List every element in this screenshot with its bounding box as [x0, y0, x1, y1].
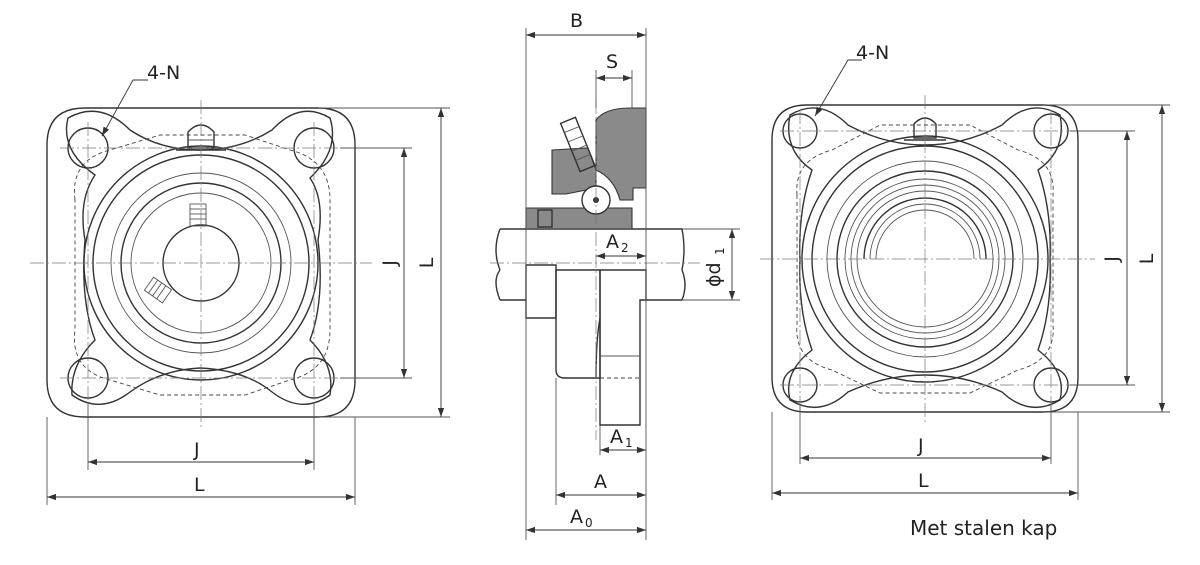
side-dim-d1-sub: 1 [713, 247, 727, 255]
front-dim-l-vertical: L [416, 257, 438, 268]
front-dim-j-horizontal: J [193, 439, 200, 461]
side-dim-a1-sub: 1 [625, 436, 633, 450]
front-view: 4-N J L J L [30, 62, 450, 505]
cap-dim-j-vertical: J [1101, 256, 1123, 263]
side-dim-a2: A [606, 231, 619, 253]
side-dim-d1: ϕd 1 [703, 247, 727, 287]
side-dim-a0: A [570, 506, 583, 528]
cap-dim-j-horizontal: J [917, 435, 924, 457]
side-dim-s: S [606, 51, 618, 73]
side-dim-d1-prefix: ϕd [703, 262, 725, 287]
side-dim-a: A [594, 471, 607, 493]
cap-dim-l-horizontal: L [918, 470, 929, 492]
cap-bolt-callout: 4-N [856, 42, 889, 64]
grease-nipple-side [559, 116, 596, 173]
side-dim-a1: A [610, 426, 623, 448]
side-view: B S A 2 ϕd 1 A 1 A A 0 [490, 10, 740, 540]
side-dim-b: B [570, 10, 583, 32]
cap-view: 4-N J L J L Met stalen kap [760, 42, 1170, 540]
front-dim-l-horizontal: L [194, 474, 205, 496]
set-screw [143, 276, 173, 304]
cap-dim-l-vertical: L [1136, 253, 1158, 264]
set-screw [189, 203, 207, 227]
side-dim-a2-sub: 2 [621, 241, 629, 255]
cap-view-caption: Met stalen kap [910, 516, 1057, 540]
side-dim-a0-sub: 0 [585, 516, 593, 530]
front-bolt-callout: 4-N [147, 62, 180, 84]
front-dim-j-vertical: J [379, 260, 401, 267]
